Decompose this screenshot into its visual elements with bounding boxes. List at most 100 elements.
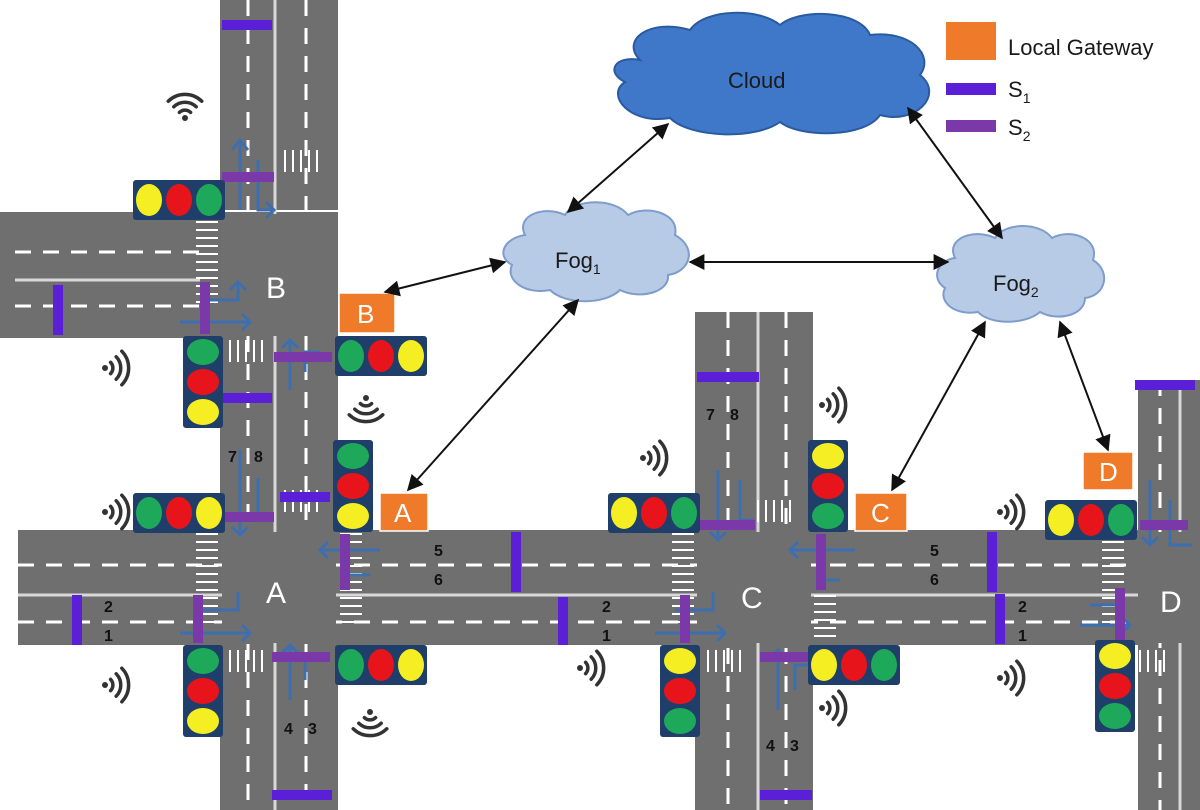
lane-number: 1	[602, 628, 611, 645]
s2-sensor	[816, 534, 826, 590]
legend-gateway-swatch	[946, 22, 996, 60]
road-a-b-connector	[220, 338, 338, 538]
lamp-yellow	[1048, 504, 1074, 536]
fog1-node: Fog1	[502, 201, 690, 303]
traffic-light-icon	[333, 440, 373, 532]
lamp-yellow	[664, 648, 696, 674]
traffic-light-icon	[335, 645, 427, 685]
lamp-green	[187, 648, 219, 674]
intersection-label-c: C	[741, 582, 763, 615]
link-cloud-fog2	[907, 106, 1003, 240]
lamp-green	[338, 649, 364, 681]
lane-number: 6	[930, 572, 939, 589]
lane-arrow-icon	[180, 592, 253, 643]
s1-sensor	[760, 790, 812, 800]
gateway-c: C	[854, 492, 908, 532]
lamp-green	[338, 340, 364, 372]
legend-s1-label: S1	[1008, 77, 1031, 106]
gateway-d: D	[1082, 451, 1134, 491]
s1-sensor	[222, 393, 272, 403]
traffic-light-icon	[1045, 500, 1137, 540]
s1-sensor	[1135, 380, 1195, 390]
cloud-node: Cloud	[613, 11, 931, 136]
lane-number: 2	[104, 599, 113, 616]
wifi-signal-icon	[102, 666, 131, 704]
intersection-label-b: B	[266, 272, 286, 305]
network-links	[383, 106, 1111, 492]
traffic-light-icon	[1095, 640, 1135, 732]
wifi-signal-icon	[351, 709, 389, 738]
lamp-red	[812, 473, 844, 499]
lane-number: 1	[104, 628, 113, 645]
lamp-green	[337, 443, 369, 469]
traffic-light-icon	[183, 336, 223, 428]
lane-number: 3	[308, 721, 317, 738]
traffic-light-icon	[183, 645, 223, 737]
lamp-red	[368, 649, 394, 681]
fog2-node: Fog2	[936, 225, 1106, 323]
legend-s2-label: S2	[1008, 115, 1031, 144]
wifi-signal-icon	[640, 439, 669, 477]
lane-number: 7	[706, 407, 715, 424]
svg-text:D: D	[1099, 457, 1118, 487]
gateway-b: B	[338, 292, 396, 334]
s2-sensor	[193, 595, 203, 643]
s2-sensors	[193, 172, 1188, 662]
gateway-a: A	[379, 492, 429, 532]
wifi-signal-icon	[997, 659, 1026, 697]
s2-sensor	[200, 282, 210, 334]
lane-arrow-icon	[1140, 480, 1192, 548]
lane-number: 4	[766, 738, 775, 755]
wifi-signals	[102, 92, 1026, 738]
lamp-yellow	[398, 649, 424, 681]
s2-sensor	[700, 520, 755, 530]
lamp-yellow	[136, 184, 162, 216]
s2-sensor	[760, 652, 812, 662]
road-a-south	[220, 645, 338, 810]
wifi-signal-icon	[166, 92, 204, 121]
lamp-green	[136, 497, 162, 529]
lane-number: 2	[602, 599, 611, 616]
lane-number: 5	[434, 543, 443, 560]
legend: Local Gateway S1 S2	[946, 22, 1154, 144]
traffic-light-icon	[808, 440, 848, 532]
lamp-yellow	[337, 503, 369, 529]
intersection-label-d: D	[1160, 586, 1182, 619]
lamp-yellow	[398, 340, 424, 372]
svg-text:B: B	[357, 299, 374, 329]
svg-text:Fog2: Fog2	[993, 271, 1039, 300]
lamp-yellow	[187, 399, 219, 425]
wifi-signal-icon	[819, 689, 848, 727]
lamp-red	[368, 340, 394, 372]
traffic-lights	[133, 180, 1137, 737]
link-fog2-gateway-c	[891, 320, 986, 492]
lamp-green	[187, 339, 219, 365]
lamp-red	[641, 497, 667, 529]
lamp-red	[166, 497, 192, 529]
lane-number: 2	[1018, 599, 1027, 616]
link-fog1-gateway-b	[383, 257, 507, 297]
s1-sensor	[280, 492, 330, 502]
wifi-signal-icon	[997, 493, 1026, 531]
legend-gateway-label: Local Gateway	[1008, 35, 1154, 60]
lane-number: 4	[284, 721, 293, 738]
lane-number: 6	[434, 572, 443, 589]
lamp-green	[812, 503, 844, 529]
lamp-red	[664, 678, 696, 704]
s1-sensors	[53, 20, 1195, 800]
lamp-yellow	[187, 708, 219, 734]
s2-sensor	[274, 352, 332, 362]
lane-number: 1	[1018, 628, 1027, 645]
s1-sensor	[72, 595, 82, 645]
lamp-yellow	[811, 649, 837, 681]
s1-sensor	[53, 285, 63, 335]
traffic-light-icon	[608, 493, 700, 533]
lamp-yellow	[196, 497, 222, 529]
s2-sensor	[680, 595, 690, 643]
lamp-red	[187, 369, 219, 395]
traffic-light-icon	[335, 336, 427, 376]
lamp-red	[337, 473, 369, 499]
svg-text:Cloud: Cloud	[728, 68, 785, 93]
svg-text:C: C	[871, 498, 890, 528]
